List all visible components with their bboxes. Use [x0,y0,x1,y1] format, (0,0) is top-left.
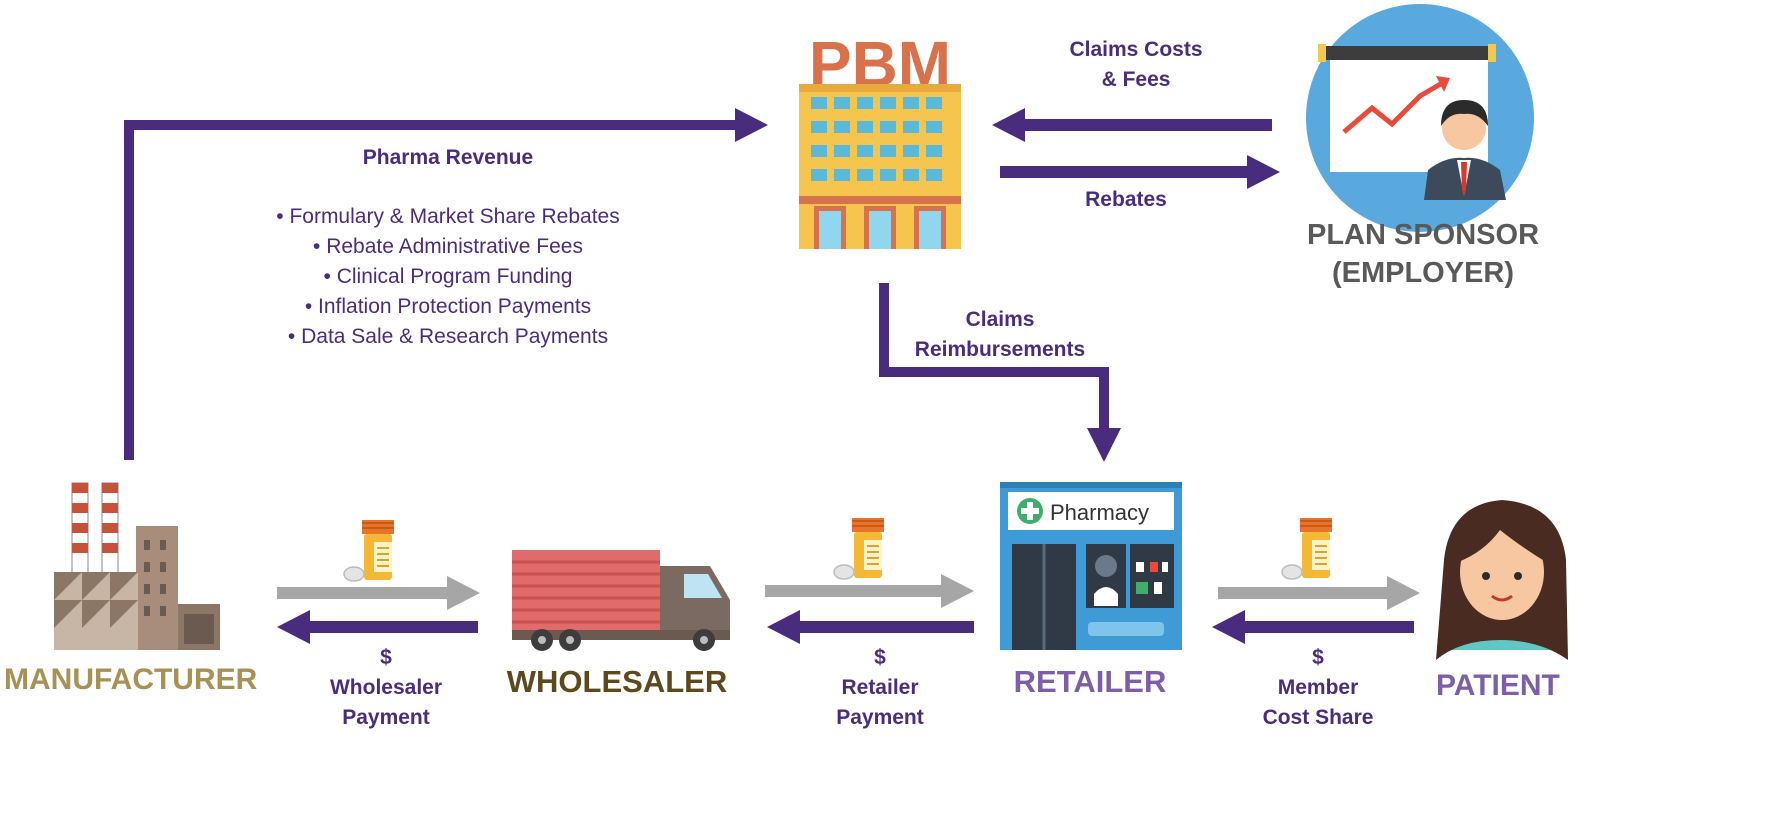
dollar-sign: $ [1312,646,1324,669]
factory-icon [54,482,220,650]
wholesaler-payment-line1: Wholesaler [329,676,443,699]
plan-sponsor-label: PLAN SPONSOR (EMPLOYER) [1300,216,1546,292]
product-arrowhead-2 [941,574,974,608]
list-item: Clinical Program Funding [238,262,658,292]
payment-arrowhead-3 [1212,610,1245,644]
plan-sponsor-line1: PLAN SPONSOR [1306,219,1540,251]
product-arrowhead-1 [447,576,480,610]
claims-reimbursements-label: Claims Reimbursements [890,305,1110,365]
rebates-label: Rebates [1085,188,1167,211]
patient-icon [1436,500,1568,660]
pill-bottle-icon [833,517,885,580]
manufacturer-label: MANUFACTURER [4,663,258,696]
list-item: Rebate Administrative Fees [238,232,658,262]
dollar-sign: $ [874,646,886,669]
member-cost-share-line1: Member [1277,676,1359,699]
claims-reimb-line2: Reimbursements [914,338,1086,361]
list-item: Formulary & Market Share Rebates [238,202,658,232]
claims-costs-line1: Claims Costs [1069,38,1203,61]
pharma-revenue-arrow [124,120,740,460]
patient-label: PATIENT [1436,669,1560,702]
pharma-revenue-arrowhead [735,108,768,142]
pbm-building-icon: PBM [799,28,961,249]
pill-bottle-icon [343,519,395,582]
truck-icon [512,550,730,651]
claims-costs-arrowhead [992,108,1025,142]
claims-costs-label: Claims Costs & Fees [1036,35,1236,95]
flow-arrows [124,108,1420,644]
plan-sponsor-icon [1306,4,1534,232]
claims-reimbursements-arrowhead [1087,428,1121,462]
claims-reimb-line1: Claims [965,308,1035,331]
retailer-payment-label: $ Retailer Payment [790,643,970,733]
pharmacy-sign: Pharmacy [1050,500,1149,525]
pharma-revenue-list: Formulary & Market Share Rebates Rebate … [238,202,658,352]
retailer-payment-line1: Retailer [841,676,919,699]
plan-sponsor-line2: (EMPLOYER) [1331,257,1515,289]
member-cost-share-label: $ Member Cost Share [1228,643,1408,733]
wholesaler-payment-label: $ Wholesaler Payment [296,643,476,733]
pharmacy-icon: Pharmacy [1000,482,1182,650]
dollar-sign: $ [380,646,392,669]
payment-arrowhead-1 [277,610,310,644]
retailer-label: RETAILER [1013,664,1167,699]
claims-reimbursements-arrow [879,283,1109,430]
product-arrowhead-3 [1387,576,1420,610]
member-cost-share-line2: Cost Share [1262,706,1374,729]
wholesaler-label: WHOLESALER [506,664,728,699]
rebates-arrowhead [1247,155,1280,189]
list-item: Inflation Protection Payments [238,292,658,322]
pill-bottle-icon [1281,517,1333,580]
list-item: Data Sale & Research Payments [238,322,658,352]
retailer-payment-line2: Payment [836,706,924,729]
pharma-revenue-title: Pharma Revenue [362,146,534,169]
wholesaler-payment-line2: Payment [342,706,430,729]
claims-costs-line2: & Fees [1101,68,1171,91]
payment-arrowhead-2 [767,610,800,644]
